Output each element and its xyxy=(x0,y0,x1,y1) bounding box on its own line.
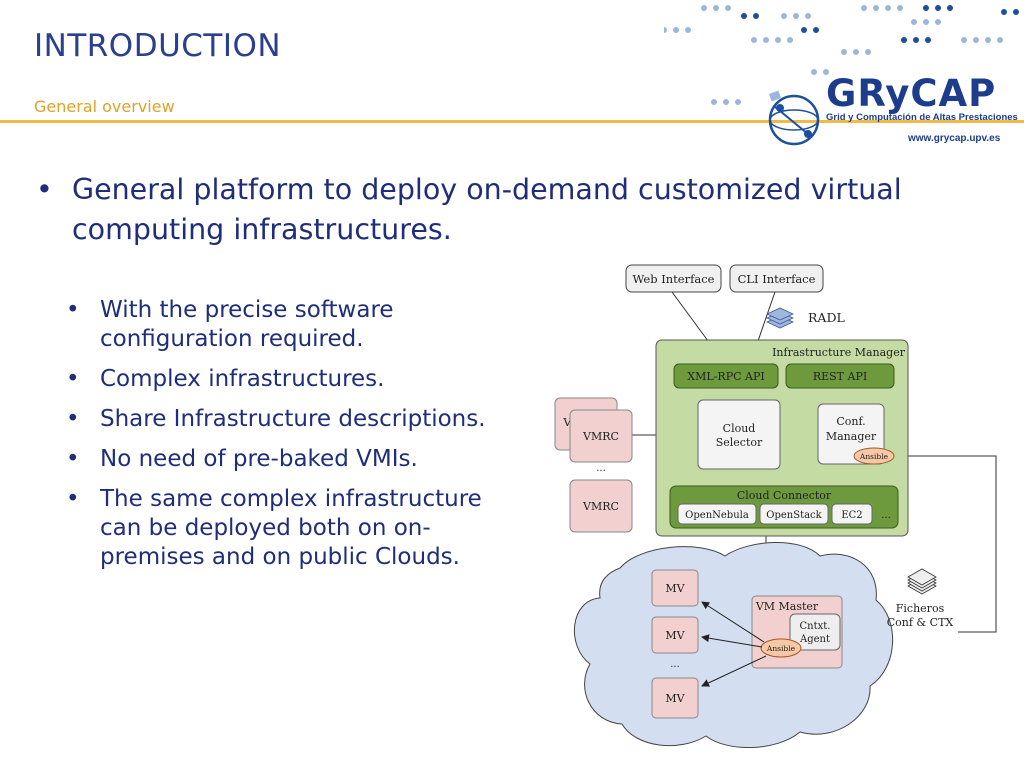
mv-box xyxy=(651,569,699,607)
ellipsis-label: ... xyxy=(596,463,606,474)
cli-interface-label: CLI Interface xyxy=(738,272,816,286)
bullet-icon: • xyxy=(66,486,80,512)
brand-logo-text: GRyCAP xyxy=(826,72,997,115)
ficheros-label: Conf & CTX xyxy=(887,616,954,629)
radl-label: RADL xyxy=(808,310,845,325)
radl-icon xyxy=(766,307,794,329)
web-interface-box xyxy=(625,264,722,293)
bullet-icon: • xyxy=(66,366,80,392)
openstack-label: OpenStack xyxy=(766,510,822,521)
rest-api-box xyxy=(785,363,895,389)
architecture-diagram: Web Interface CLI Interface RADL Infrast… xyxy=(554,264,997,749)
vmrc-box xyxy=(569,409,633,463)
cloud-selector-label: Selector xyxy=(716,436,763,449)
vmrc-label: VMRC xyxy=(582,500,619,513)
cloud-selector-box xyxy=(697,399,781,470)
cloud-connector-label: Cloud Connector xyxy=(737,489,832,502)
list-item: • With the precise software configuratio… xyxy=(66,296,506,354)
openstack-box xyxy=(759,503,829,525)
ellipsis-label: ... xyxy=(670,659,680,670)
cntxt-agent-box xyxy=(789,613,841,651)
list-item-text: No need of pre-baked VMIs. xyxy=(100,446,418,472)
title-rule xyxy=(0,120,1024,123)
conf-manager-label: Conf. xyxy=(836,415,865,428)
bullet-icon: • xyxy=(66,446,80,472)
vm-master-label: VM Master xyxy=(755,600,819,613)
conf-manager-label: Manager xyxy=(826,430,877,443)
list-item: • The same complex infrastructure can be… xyxy=(66,485,506,572)
slide-subtitle: General overview xyxy=(34,97,175,116)
xmlrpc-api-box xyxy=(673,363,779,389)
connector-line xyxy=(894,455,997,633)
list-item-text: With the precise software configuration … xyxy=(100,297,394,352)
bullet-icon: • xyxy=(66,297,80,323)
files-stack-icon xyxy=(907,568,937,595)
arrow-line xyxy=(701,655,767,687)
brand-url: www.grycap.upv.es xyxy=(908,133,1001,144)
mv-box xyxy=(651,677,699,719)
ansible-badge xyxy=(853,447,895,465)
opennebula-label: OpenNebula xyxy=(685,510,749,521)
arrow-line xyxy=(701,601,765,643)
ansible-badge xyxy=(760,638,802,658)
ellipsis-label: ... xyxy=(881,510,891,521)
mv-box xyxy=(651,616,699,654)
list-item-text: The same complex infrastructure can be d… xyxy=(100,486,482,570)
brand-tagline: Grid y Computación de Altas Prestaciones xyxy=(826,112,1018,123)
bullet-icon: • xyxy=(36,173,53,206)
rest-api-label: REST API xyxy=(813,370,867,383)
list-item: • No need of pre-baked VMIs. xyxy=(66,445,506,474)
ansible-label: Ansible xyxy=(766,644,796,653)
header-dot-pattern xyxy=(664,5,1019,105)
arrow-line xyxy=(701,634,763,648)
list-item-text: Complex infrastructures. xyxy=(100,366,385,392)
mv-label: MV xyxy=(665,629,685,642)
vmrc-label: VMRC xyxy=(582,430,619,443)
globe-icon xyxy=(768,90,820,146)
infrastructure-manager-label: Infrastructure Manager xyxy=(772,346,906,359)
main-bullet-text: General platform to deploy on-demand cus… xyxy=(72,173,902,246)
opennebula-box xyxy=(677,503,757,525)
cloud-selector-label: Cloud xyxy=(723,422,756,435)
web-interface-label: Web Interface xyxy=(633,272,715,286)
list-item-text: Share Infrastructure descriptions. xyxy=(100,406,486,432)
bullet-icon: • xyxy=(66,406,80,432)
ec2-label: EC2 xyxy=(841,510,862,521)
cli-interface-box xyxy=(729,264,824,293)
sub-bullet-list: • With the precise software configuratio… xyxy=(66,296,506,583)
cloud-shape xyxy=(573,541,894,749)
ficheros-label: Ficheros xyxy=(896,602,945,615)
ec2-box xyxy=(831,503,873,525)
mv-label: MV xyxy=(665,692,685,705)
vmrc-box xyxy=(569,479,633,533)
ansible-label: Ansible xyxy=(859,452,889,461)
slide-title: INTRODUCTION xyxy=(34,28,282,64)
cntxt-agent-label: Cntxt. xyxy=(800,621,831,632)
mv-label: MV xyxy=(665,582,685,595)
list-item: • Complex infrastructures. xyxy=(66,365,506,394)
xmlrpc-api-label: XML-RPC API xyxy=(687,370,764,383)
cntxt-agent-label: Agent xyxy=(799,634,830,645)
list-item: • Share Infrastructure descriptions. xyxy=(66,405,506,434)
